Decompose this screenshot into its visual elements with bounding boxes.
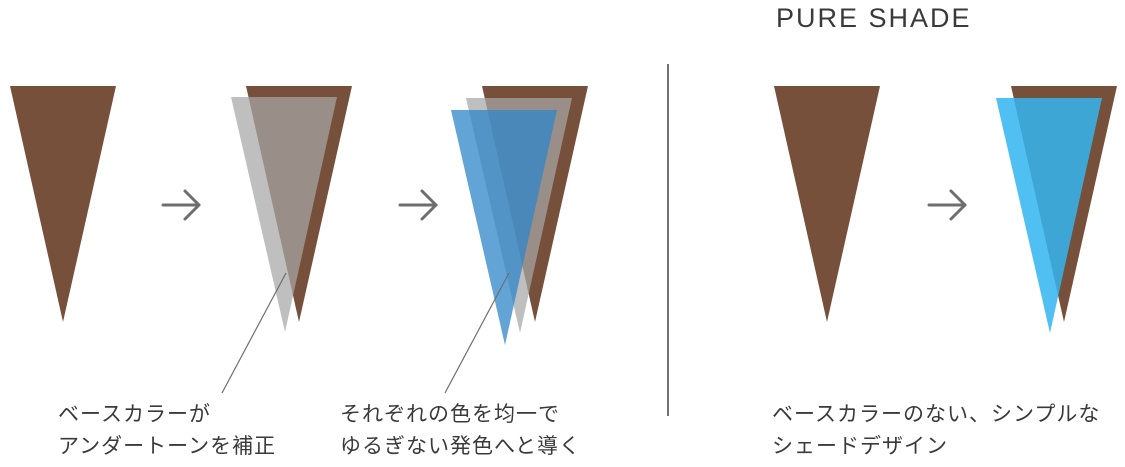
caption-line: ベースカラーが <box>58 402 211 426</box>
caption-line: ゆるぎない発色へと導く <box>340 434 581 458</box>
base-color-triangle-pure <box>774 86 880 322</box>
pure-shade-title: PURE SHADE <box>776 3 972 33</box>
base-color-triangle-step1 <box>10 86 116 322</box>
caption-even-color: それぞれの色を均一で ゆるぎない発色へと導く <box>340 398 581 462</box>
caption-line: アンダートーンを補正 <box>58 434 277 458</box>
caption-line: それぞれの色を均一で <box>340 402 560 426</box>
caption-pure-shade: ベースカラーのない、シンプルな シェードデザイン <box>772 398 1100 462</box>
undertone-gray-triangle <box>231 97 337 332</box>
pointer-line-left <box>221 272 287 394</box>
arrow-right-icon <box>161 189 201 221</box>
shade-blue-triangle <box>451 110 557 345</box>
pointer-line-middle <box>444 272 510 394</box>
caption-line: シェードデザイン <box>772 434 948 458</box>
arrow-right-icon <box>927 189 967 221</box>
caption-line: ベースカラーのない、シンプルな <box>772 402 1101 426</box>
arrow-right-icon <box>398 189 438 221</box>
pure-shade-blue-triangle <box>996 98 1102 333</box>
caption-undertone: ベースカラーが アンダートーンを補正 <box>58 398 276 462</box>
